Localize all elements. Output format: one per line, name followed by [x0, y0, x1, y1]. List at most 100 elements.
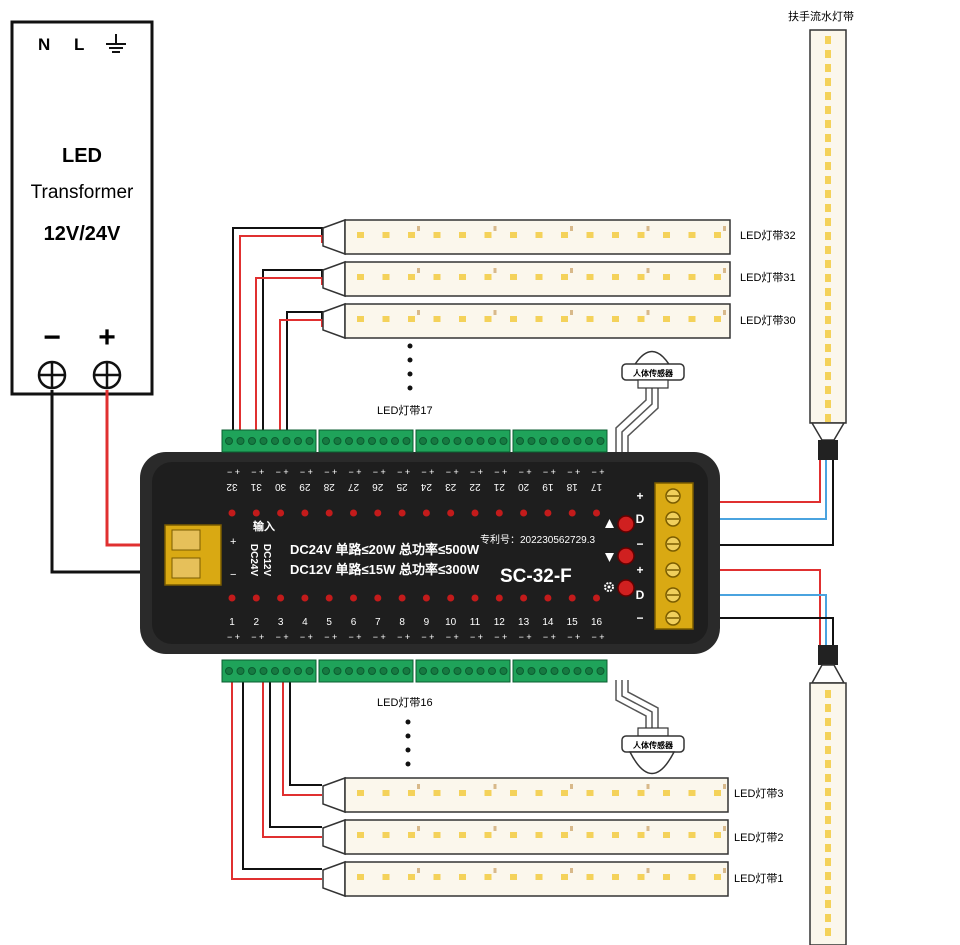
led-chip	[663, 232, 670, 238]
terminal-screw	[294, 667, 302, 675]
terminal-screw	[271, 667, 279, 675]
top-channel-number: 23	[445, 481, 457, 492]
bottom-channel-sign: − +	[397, 632, 410, 642]
input-terminal	[164, 524, 222, 586]
led-chip	[484, 790, 492, 796]
led-chip	[561, 316, 568, 322]
top-channel-sign: − +	[519, 467, 532, 477]
transformer-title-line1: LED	[62, 145, 102, 167]
led-chip	[825, 690, 831, 698]
led-chip	[825, 246, 831, 254]
top-channel-number: 32	[226, 481, 238, 492]
bottom-channel-sign: − +	[324, 632, 337, 642]
top-channel-led	[422, 509, 430, 517]
bottom-channel-number: 1	[229, 617, 235, 628]
top-channel-number: 19	[542, 481, 554, 492]
terminal-screw	[488, 667, 496, 675]
button-up[interactable]	[617, 515, 635, 533]
led-chip	[825, 900, 831, 908]
led-chip	[510, 874, 517, 880]
terminal-screw	[465, 437, 473, 445]
led-chip	[535, 232, 543, 238]
terminal-screw	[527, 667, 536, 675]
terminal-block	[415, 429, 511, 453]
led-chip	[357, 790, 364, 796]
button-down[interactable]	[617, 547, 635, 565]
led-chip	[714, 232, 721, 238]
bottom-channel-led	[495, 594, 503, 602]
bottom-channel-led	[422, 594, 430, 602]
terminal-screw	[225, 667, 233, 675]
bottom-channel-number: 12	[494, 617, 506, 628]
sensor-top-label: 人体传感器	[633, 368, 674, 378]
terminal-screw	[248, 667, 256, 675]
spec-12v: DC12V 单路≤15W 总功率≤300W	[290, 562, 480, 577]
top-channel-led	[350, 509, 357, 517]
bottom-ellipsis	[405, 719, 411, 767]
output-sign: D	[636, 588, 645, 602]
top-channel-led	[228, 509, 236, 517]
led-chip	[612, 832, 619, 838]
led-chip	[459, 874, 466, 880]
terminal-screw	[236, 667, 245, 675]
bottom-channel-number: 13	[518, 617, 530, 628]
led-chip	[825, 704, 831, 712]
strip-label-32: LED灯带32	[740, 229, 796, 242]
strip-label-30: LED灯带30	[740, 314, 796, 327]
strip-label-31: LED灯带31	[740, 271, 796, 284]
handrail-label: 扶手流水灯带	[788, 9, 854, 23]
led-strip	[322, 302, 731, 340]
triangle-down-icon	[605, 553, 614, 562]
bottom-channel-number: 7	[375, 617, 381, 628]
led-chip	[825, 816, 831, 824]
led-chip	[382, 832, 390, 838]
top-channel-led	[325, 509, 333, 517]
terminal-screw	[322, 667, 330, 675]
top-channel-led	[544, 509, 552, 517]
top-channel-sign: − +	[227, 467, 240, 477]
terminal-l-label: L	[74, 35, 84, 54]
led-chip	[825, 50, 831, 58]
led-chip	[663, 832, 670, 838]
bottom-channel-sign: − +	[421, 632, 434, 642]
transformer-title-line3: 12V/24V	[44, 223, 121, 245]
led-chip	[825, 746, 831, 754]
terminal-block	[221, 659, 317, 683]
terminal-screw	[453, 437, 462, 445]
motion-sensor-top: 人体传感器	[621, 351, 685, 389]
led-chip	[510, 790, 517, 796]
bottom-channel-number: 5	[326, 617, 332, 628]
led-chip	[825, 400, 831, 408]
terminal-screw	[419, 437, 427, 445]
led-chip	[825, 858, 831, 866]
led-chip	[586, 790, 594, 796]
bottom-channel-sign: − +	[543, 632, 556, 642]
led-chip	[433, 316, 441, 322]
led-chip	[612, 316, 619, 322]
bottom-channel-led	[252, 594, 260, 602]
led-chip	[561, 874, 568, 880]
led-chip	[637, 274, 645, 280]
top-channel-number: 30	[275, 481, 287, 492]
led-chip	[612, 232, 619, 238]
ground-icon	[106, 34, 126, 53]
top-channel-number: 27	[348, 481, 360, 492]
button-settings[interactable]	[617, 579, 635, 597]
led-chip	[357, 874, 364, 880]
led-chip	[459, 316, 466, 322]
triangle-up-icon	[605, 519, 614, 528]
led-chip	[408, 874, 415, 880]
terminal-screw	[305, 437, 314, 445]
terminal-screw	[391, 667, 399, 675]
led-chip	[408, 274, 415, 280]
led-chip	[825, 162, 831, 170]
transformer-minus-screw-icon	[37, 360, 67, 390]
led-chip	[825, 344, 831, 352]
transformer-plus-screw-icon	[92, 360, 122, 390]
terminal-block	[512, 659, 608, 683]
dc12-label: DC12V	[261, 544, 272, 577]
led-chip	[825, 260, 831, 268]
led-chip	[561, 832, 568, 838]
top-channel-number: 18	[566, 481, 578, 492]
led-chip	[535, 316, 543, 322]
